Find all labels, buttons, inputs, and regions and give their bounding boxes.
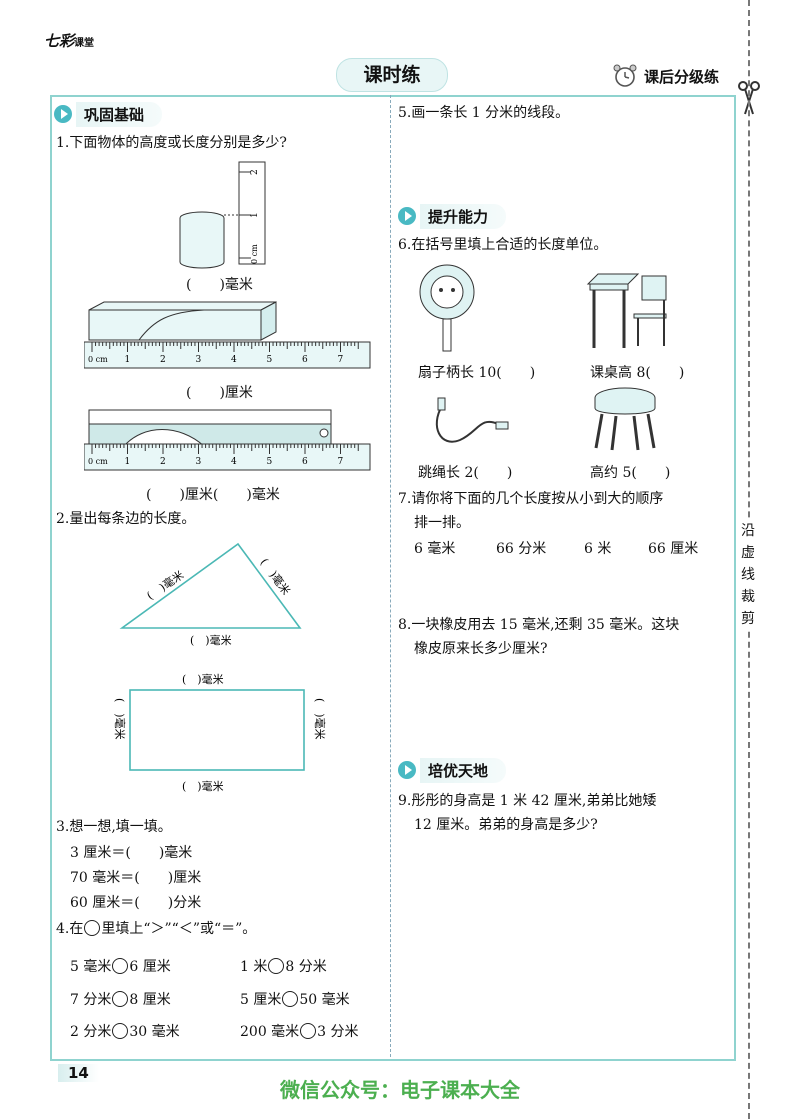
q3-line-3: 60 厘米＝( )分米 xyxy=(70,895,202,911)
ruler-label: 1 xyxy=(125,457,131,467)
ruler-label: 6 xyxy=(302,355,308,365)
ruler-label: 2 xyxy=(160,355,166,365)
q3-line-1: 3 厘米＝( )毫米 xyxy=(70,845,193,861)
stool-picture xyxy=(594,387,656,451)
ruler-label: 4 xyxy=(231,457,237,467)
triangle-figure: ( )毫米 ( )毫米 ( )毫米 xyxy=(119,542,302,647)
compare-circle[interactable] xyxy=(112,991,129,1007)
level-label: 课后分级练 xyxy=(644,67,720,86)
compare-circle[interactable] xyxy=(268,958,285,974)
play-icon xyxy=(398,207,416,225)
compare-circle[interactable] xyxy=(112,958,129,974)
desk-picture xyxy=(586,273,667,348)
ruler-b-zero: 0 cm xyxy=(88,355,108,364)
flat-ruler-figure: 0 cm 1 2 3 4 5 6 7 xyxy=(84,409,371,471)
q7-text-1: 7.请你将下面的几个长度按从小到大的顺序 xyxy=(398,491,664,507)
compare-circle[interactable] xyxy=(300,1023,317,1039)
brand-logo: 七彩课堂 xyxy=(44,32,95,50)
q9-text-2: 12 厘米。弟弟的身高是多少? xyxy=(414,817,598,833)
ruler-label: 4 xyxy=(231,355,237,365)
rect-top-label: ( )毫米 xyxy=(182,672,224,686)
q3-line-2: 70 毫米＝( )厘米 xyxy=(70,870,202,886)
q6-label-1: 扇子柄长 10( ) xyxy=(418,365,536,381)
q1-answer-1: ( )毫米 xyxy=(186,277,253,293)
level-badge: 课后分级练 xyxy=(612,64,719,88)
bar-ruler-figure: 0 cm 1 2 3 4 5 6 7 xyxy=(84,301,371,369)
rect-bottom-label: ( )毫米 xyxy=(182,779,224,793)
q9-text-1: 9.彤彤的身高是 1 米 42 厘米,弟弟比她矮 xyxy=(398,793,657,809)
ruler-label: 7 xyxy=(338,457,344,467)
alarm-clock-icon xyxy=(613,64,637,87)
ruler-c-zero: 0 cm xyxy=(88,457,108,466)
q1-answer-2: ( )厘米 xyxy=(186,385,253,401)
q1-text: 1.下面物体的高度或长度分别是多少? xyxy=(56,135,287,151)
ruler-label: 3 xyxy=(196,355,202,365)
lesson-title: 课时练 xyxy=(336,58,448,92)
q5-text: 5.画一条长 1 分米的线段。 xyxy=(398,105,570,121)
q3-text: 3.想一想,填一填。 xyxy=(56,819,172,835)
rect-left-label: ( )毫米 xyxy=(113,698,127,740)
q8-text-2: 橡皮原来长多少厘米? xyxy=(414,641,548,657)
rect-right-label: ( )毫米 xyxy=(313,698,327,740)
scissors-icon xyxy=(738,81,760,115)
cut-label: 沿虚线裁剪 xyxy=(737,520,759,630)
q8-text-1: 8.一块橡皮用去 15 毫米,还剩 35 毫米。这块 xyxy=(398,617,680,633)
section-improve: 提升能力 xyxy=(398,203,507,229)
q4-text: 4.在里填上“＞”“＜”或“＝”。 xyxy=(56,920,257,937)
wechat-footer: 微信公众号：电子课本大全 xyxy=(280,1078,520,1102)
circle-icon xyxy=(84,920,101,936)
section-basic: 巩固基础 xyxy=(54,101,163,127)
ruler-label: 6 xyxy=(302,457,308,467)
vruler-tick-2: 2 xyxy=(250,169,260,175)
compare-circle[interactable] xyxy=(112,1023,129,1039)
page-number: 14 xyxy=(58,1064,99,1082)
play-icon xyxy=(54,105,72,123)
q7-item-2: 66 分米 xyxy=(496,541,547,557)
section-advanced: 培优天地 xyxy=(398,757,507,783)
worksheet-frame xyxy=(50,95,736,1061)
ruler-label: 5 xyxy=(267,457,273,467)
play-icon xyxy=(398,761,416,779)
ruler-label: 2 xyxy=(160,457,166,467)
cylinder-figure: 1 2 0 cm xyxy=(179,161,266,269)
q6-label-3: 跳绳长 2( ) xyxy=(418,465,513,481)
q7-item-3: 6 米 xyxy=(584,541,612,557)
ruler-label: 5 xyxy=(267,355,273,365)
q6-label-4: 高约 5( ) xyxy=(590,465,671,481)
q6-label-2: 课桌高 8( ) xyxy=(590,365,685,381)
ruler-label: 1 xyxy=(125,355,131,365)
triangle-bottom-label: ( )毫米 xyxy=(190,633,232,647)
ruler-label: 7 xyxy=(338,355,344,365)
q7-item-1: 6 毫米 xyxy=(414,541,456,557)
q1-answer-3: ( )厘米( )毫米 xyxy=(146,487,280,503)
q2-text: 2.量出每条边的长度。 xyxy=(56,511,196,527)
compare-circle[interactable] xyxy=(282,991,299,1007)
rectangle-figure: ( )毫米 ( )毫米 ( )毫米 ( )毫米 xyxy=(113,672,327,793)
vruler-zero: 0 cm xyxy=(250,244,259,264)
jump-rope-picture xyxy=(435,397,509,443)
q7-text-2: 排一排。 xyxy=(414,515,470,531)
vruler-tick-1: 1 xyxy=(250,212,260,218)
ruler-label: 3 xyxy=(196,457,202,467)
fan-picture xyxy=(419,264,475,352)
q6-text: 6.在括号里填上合适的长度单位。 xyxy=(398,237,608,253)
q7-item-4: 66 厘米 xyxy=(648,541,699,557)
column-divider xyxy=(390,95,391,1057)
